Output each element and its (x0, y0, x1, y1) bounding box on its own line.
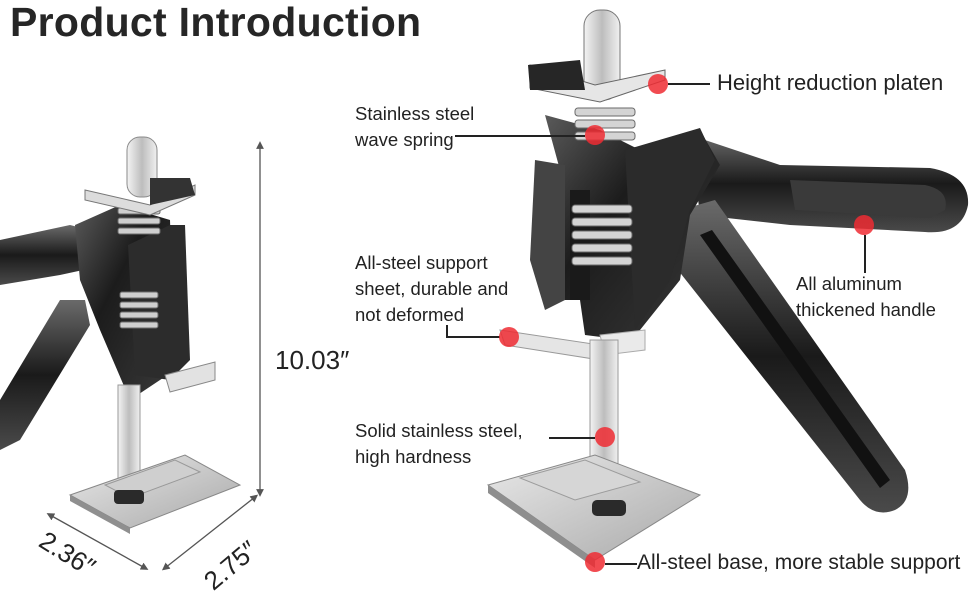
depth-dimension-arrow (161, 494, 259, 571)
callout-height-reduction-platen: Height reduction platen (717, 70, 943, 96)
callout-stainless-rod: Solid stainless steel, high hardness (355, 418, 523, 470)
width-dimension-arrow (46, 513, 149, 570)
support-sheet-leader-vertical (446, 325, 448, 337)
callout-wave-spring: Stainless steel wave spring (355, 101, 474, 153)
callout-line: wave spring (355, 129, 454, 150)
height-dimension-label: 10.03″ (275, 345, 350, 375)
callout-line: sheet, durable and (355, 278, 509, 299)
callout-line: All aluminum (796, 273, 902, 294)
callout-line: Stainless steel (355, 103, 475, 124)
wave-spring-marker (585, 125, 605, 145)
handle-marker (854, 215, 874, 235)
callout-line: Height reduction platen (717, 70, 944, 95)
left-tool-lower-handle (0, 300, 90, 450)
callout-aluminum-handle: All aluminum thickened handle (796, 271, 936, 323)
dimension-arrows (46, 141, 264, 571)
platen-leader-line (668, 83, 710, 85)
page-title: Product Introduction (10, 0, 422, 45)
steel-base-marker (585, 552, 605, 572)
right-tool-illustration (486, 9, 969, 568)
support-sheet-leader-horizontal (446, 336, 500, 338)
stainless-rod-leader-line (549, 437, 595, 439)
callout-line: Solid stainless steel, (355, 420, 523, 441)
handle-leader-line (864, 235, 866, 273)
steel-base-leader-line (605, 563, 637, 565)
callout-line: thickened handle (796, 299, 936, 320)
stainless-rod-marker (595, 427, 615, 447)
callout-steel-base: All-steel base, more stable support (637, 550, 960, 576)
callout-support-sheet: All-steel support sheet, durable and not… (355, 250, 508, 328)
callout-line: All-steel base, more stable support (637, 551, 961, 574)
callout-line: high hardness (355, 446, 472, 467)
callout-line: not deformed (355, 304, 465, 325)
callout-line: All-steel support (355, 252, 488, 273)
left-tool-illustration (0, 136, 242, 534)
wave-spring-leader-line (455, 135, 585, 137)
platen-marker (648, 74, 668, 94)
support-sheet-marker (499, 327, 519, 347)
left-tool-springs (117, 207, 161, 329)
